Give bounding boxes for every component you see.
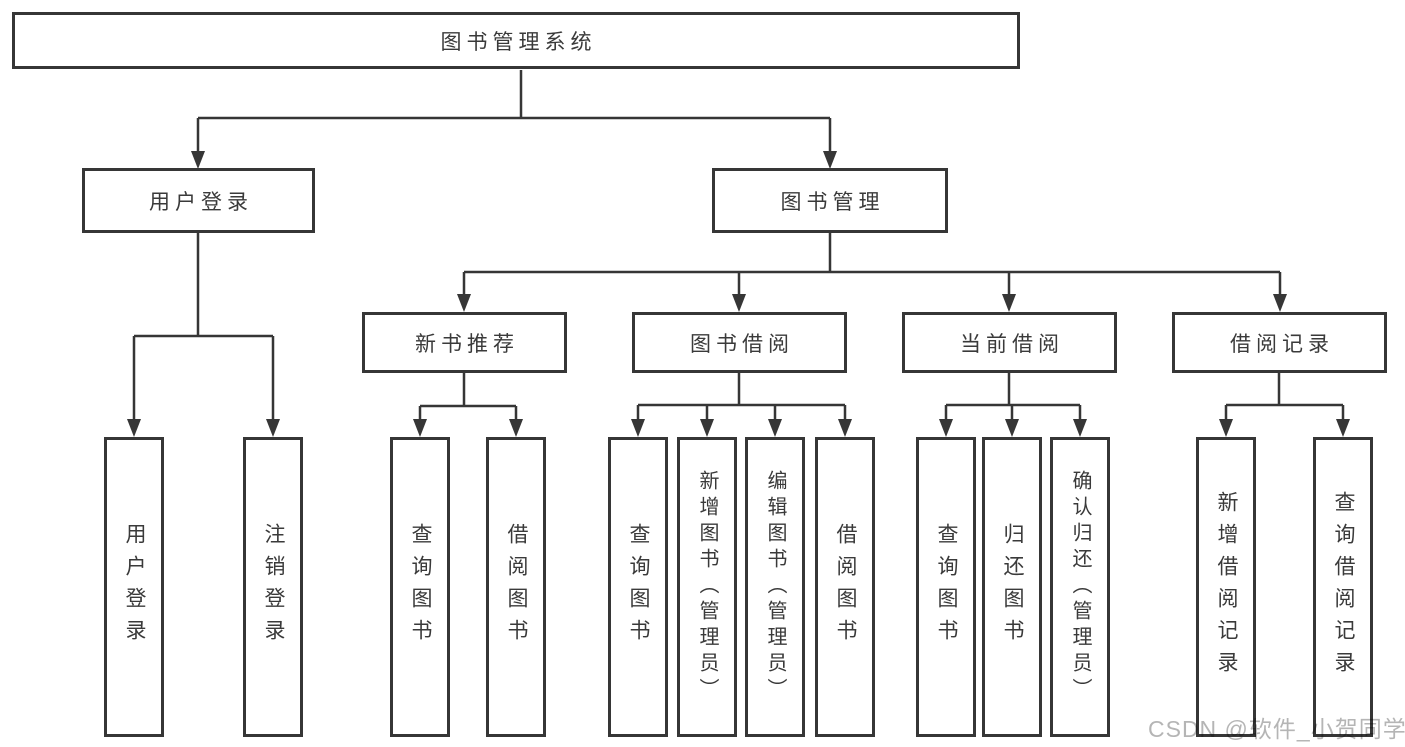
node-new-book-recommend: 新书推荐 [362,312,567,373]
leaf-user-login: 用户登录 [104,437,164,737]
leaf-query-borrow-record: 查询借阅记录 [1313,437,1373,737]
arrowheads [127,151,1350,437]
leaf-query-books-recommend: 查询图书 [390,437,450,737]
tree-edges [132,70,1345,421]
node-user-login: 用户登录 [82,168,315,233]
node-book-borrowing: 图书借阅 [632,312,847,373]
leaf-borrow-books: 借阅图书 [815,437,875,737]
leaf-confirm-return-admin: 确认归还（管理员） [1050,437,1110,737]
leaf-return-books: 归还图书 [982,437,1042,737]
leaf-query-books-current: 查询图书 [916,437,976,737]
leaf-add-borrow-record: 新增借阅记录 [1196,437,1256,737]
node-book-management: 图书管理 [712,168,948,233]
watermark: CSDN @软件_小贺同学 [1148,716,1405,742]
node-borrow-records: 借阅记录 [1172,312,1387,373]
leaf-edit-books-admin: 编辑图书（管理员） [745,437,805,737]
leaf-add-books-admin: 新增图书（管理员） [677,437,737,737]
node-library-management-system: 图书管理系统 [12,12,1020,69]
leaf-query-books-borrow: 查询图书 [608,437,668,737]
node-current-borrowing: 当前借阅 [902,312,1117,373]
leaf-logout: 注销登录 [243,437,303,737]
leaf-borrow-books-recommend: 借阅图书 [486,437,546,737]
